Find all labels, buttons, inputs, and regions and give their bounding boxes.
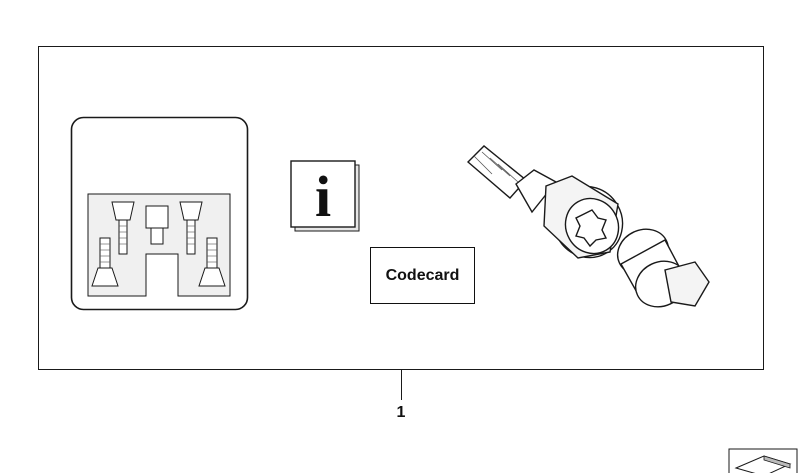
diagram-frame (38, 46, 764, 370)
bolt-case-illustration (70, 116, 249, 311)
info-symbol: i (315, 164, 331, 229)
locking-bolt-illustration (466, 145, 624, 259)
codecard-label: Codecard (370, 247, 475, 304)
info-manual-icon: i (290, 160, 360, 232)
adapter-socket-illustration (616, 228, 710, 308)
view-arrow-icon (728, 448, 798, 473)
part-number-label: 1 (396, 404, 406, 421)
callout-leader-line (401, 370, 402, 400)
